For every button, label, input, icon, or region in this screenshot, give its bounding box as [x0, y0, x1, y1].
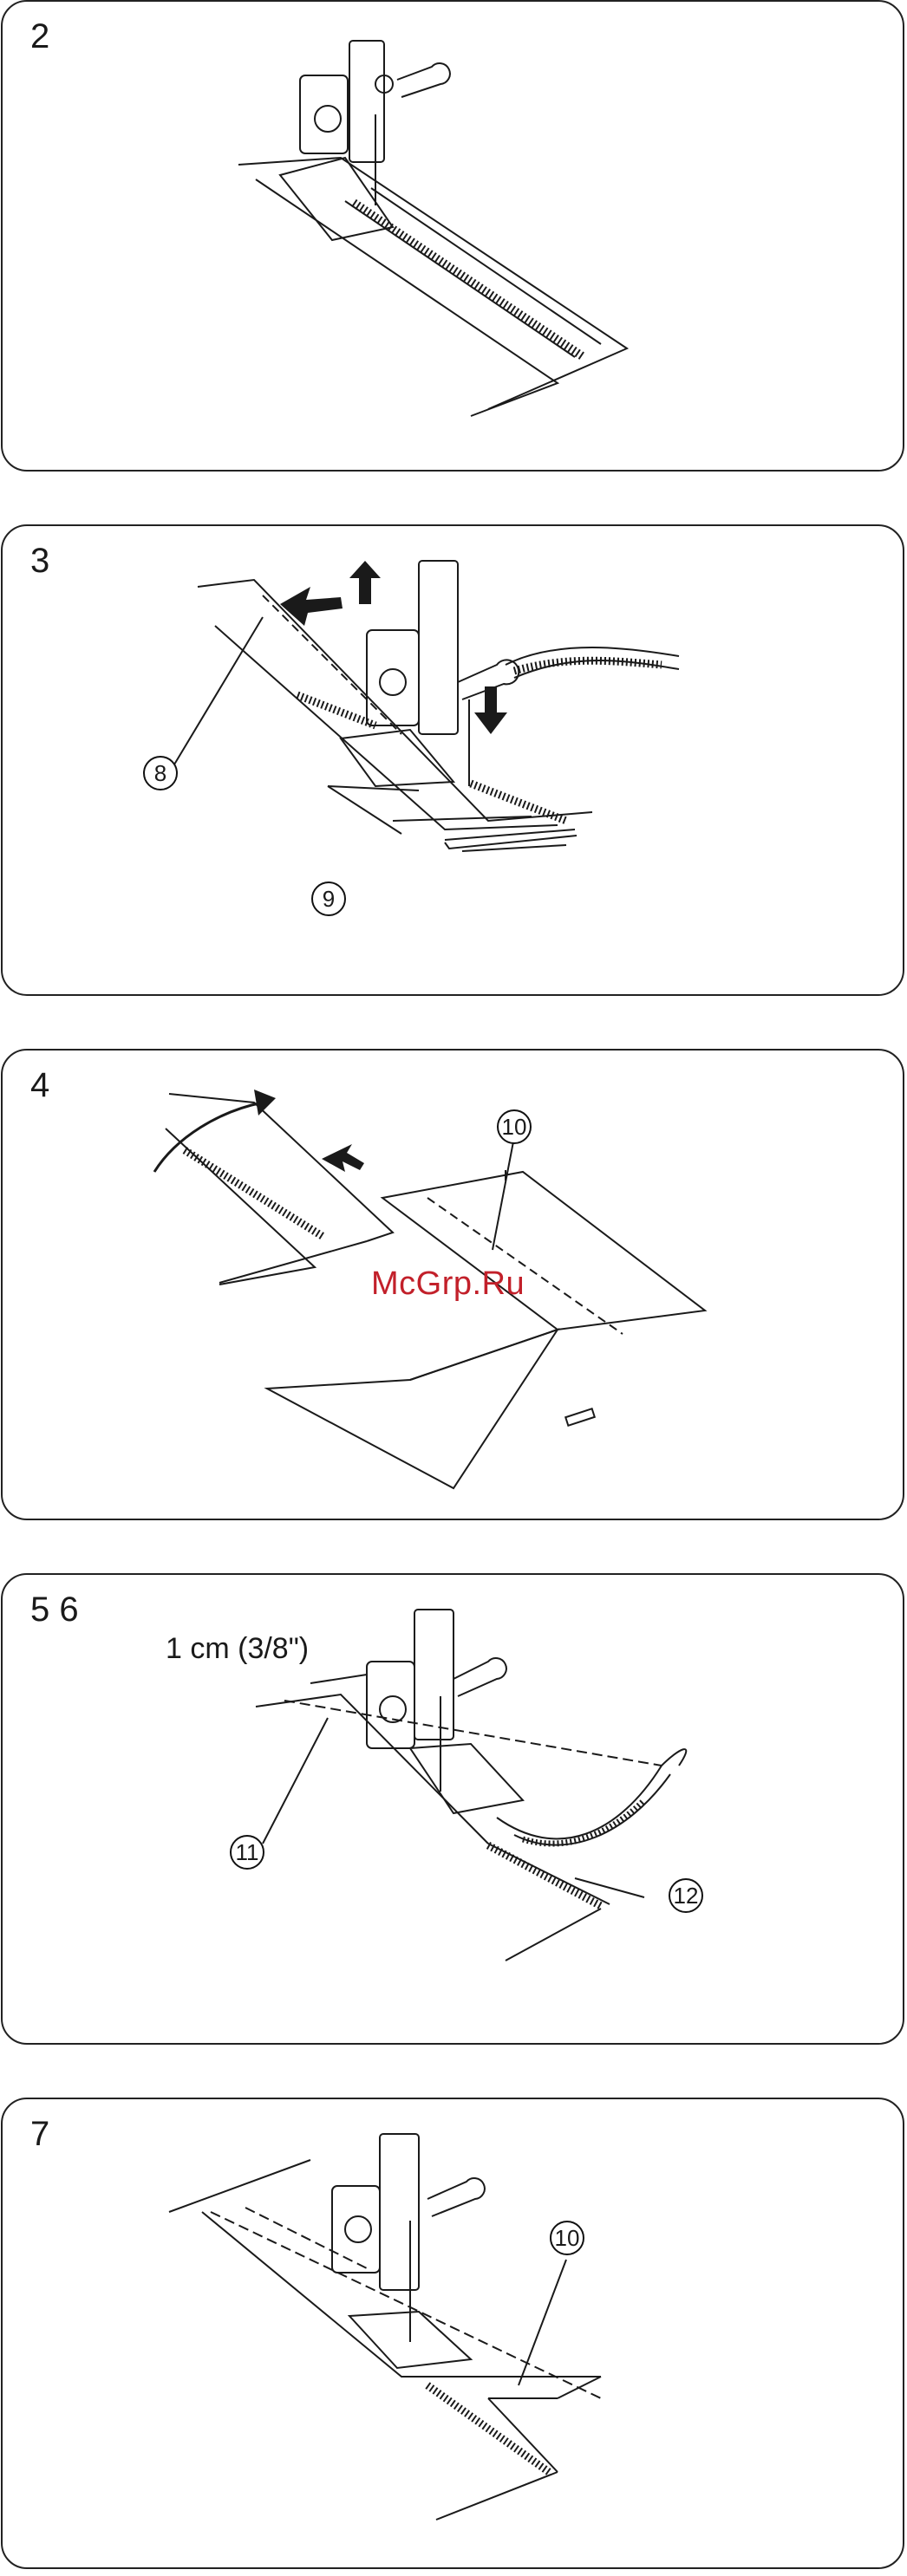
step-7-panel: 7 10	[1, 2098, 904, 2569]
callout-11: 11	[230, 1835, 264, 1870]
final-seam-illustration	[3, 2099, 904, 2569]
watermark: McGrp.Ru	[371, 1265, 525, 1303]
callout-8: 8	[143, 756, 178, 790]
callout-10: 10	[550, 2221, 584, 2255]
sewing-seam-illustration	[3, 1575, 904, 2045]
step-5-6-panel: 5 6 1 cm (3/8") 11 12	[1, 1573, 904, 2045]
step-3-panel: 3	[1, 524, 904, 996]
zipper-slider-illustration	[3, 526, 904, 996]
callout-9: 9	[311, 881, 346, 916]
step-2-panel: 2	[1, 0, 904, 472]
callout-10: 10	[497, 1109, 532, 1144]
callout-12: 12	[669, 1878, 703, 1913]
zipper-foot-illustration	[3, 2, 904, 472]
